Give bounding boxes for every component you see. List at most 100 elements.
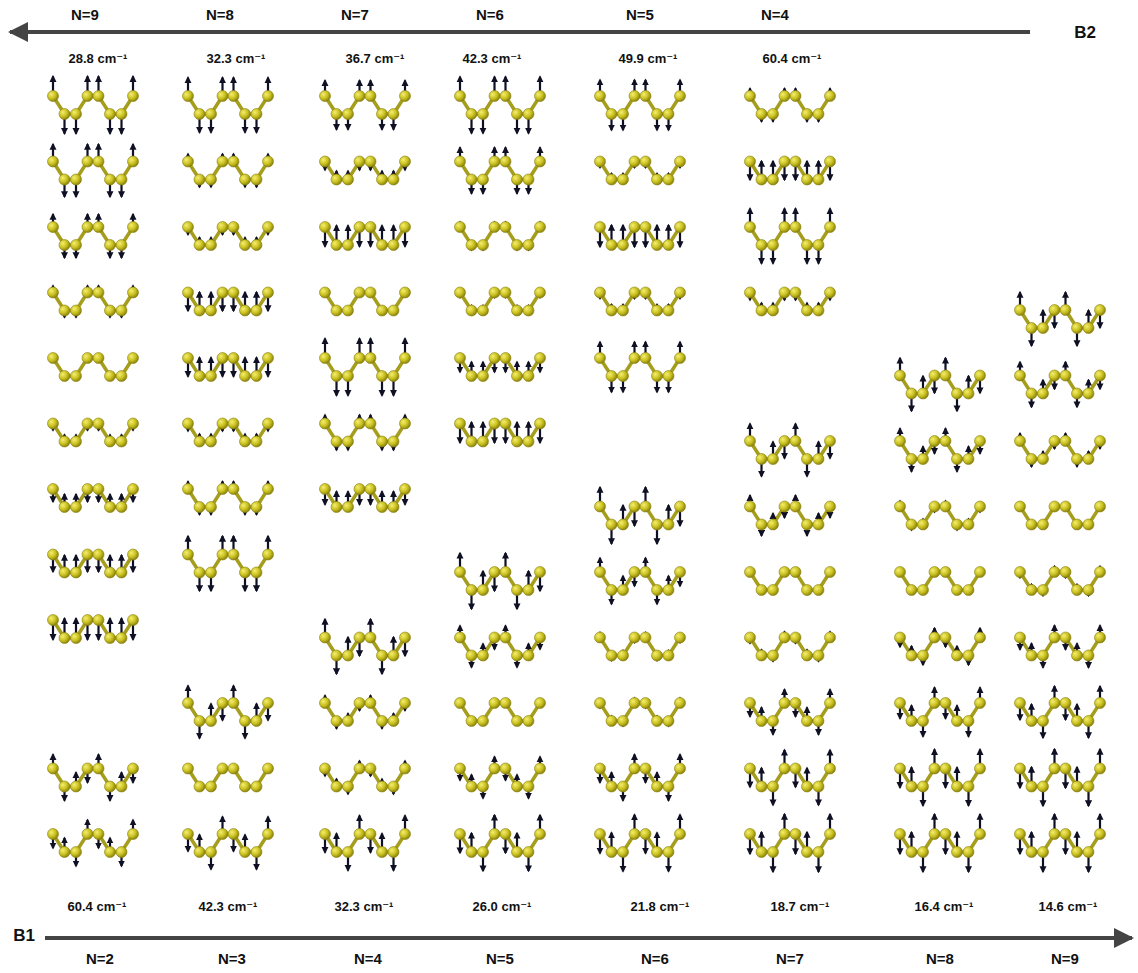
atom	[365, 222, 376, 233]
atom	[756, 781, 767, 792]
atom	[535, 156, 546, 167]
atom	[1015, 763, 1026, 774]
atom	[240, 109, 251, 120]
atom	[1083, 454, 1094, 465]
atom	[331, 174, 342, 185]
atom	[240, 305, 251, 316]
atom	[48, 353, 59, 364]
chain-unit	[745, 287, 836, 316]
atom	[629, 353, 640, 364]
atom	[59, 567, 70, 578]
atom	[217, 418, 228, 429]
atom	[825, 698, 836, 709]
atom	[365, 698, 376, 709]
atom	[606, 650, 617, 661]
chain-unit	[745, 814, 836, 872]
atom	[790, 632, 801, 643]
atom	[478, 847, 489, 858]
atom	[388, 240, 399, 251]
atom	[779, 698, 790, 709]
chain-unit	[1015, 814, 1106, 872]
atom	[206, 109, 217, 120]
atom	[790, 763, 801, 774]
atom	[952, 781, 963, 792]
atom	[320, 222, 331, 233]
atom	[1083, 585, 1094, 596]
atom	[1060, 305, 1071, 316]
frequency-label: 14.6 cm⁻¹	[1039, 900, 1098, 913]
atom	[71, 371, 82, 382]
chain-unit	[320, 339, 411, 396]
atom	[388, 650, 399, 661]
atom	[523, 240, 534, 251]
atom	[489, 829, 500, 840]
chain-unit	[745, 632, 836, 662]
atom	[354, 632, 365, 643]
atom	[240, 567, 251, 578]
atom	[535, 287, 546, 298]
atom	[478, 305, 489, 316]
atom	[48, 222, 59, 233]
atom	[116, 781, 127, 792]
width-label: N=6	[476, 7, 504, 22]
atom	[93, 353, 104, 364]
atom	[116, 502, 127, 513]
atom	[354, 418, 365, 429]
atom	[251, 502, 262, 513]
atom	[963, 847, 974, 858]
atom	[523, 436, 534, 447]
atom	[1072, 585, 1083, 596]
atom	[400, 287, 411, 298]
atom	[512, 109, 523, 120]
atom	[466, 781, 477, 792]
atom	[194, 240, 205, 251]
atom	[663, 650, 674, 661]
chain-unit	[183, 287, 274, 316]
atom	[618, 585, 629, 596]
atom	[263, 418, 274, 429]
chain-unit	[595, 222, 686, 251]
atom	[929, 567, 940, 578]
atom	[918, 519, 929, 530]
atom	[745, 698, 756, 709]
atom	[377, 781, 388, 792]
atom	[93, 549, 104, 560]
atom	[388, 371, 399, 382]
atom	[512, 305, 523, 316]
chain-unit	[1015, 362, 1106, 407]
frequency-label: 60.4 cm⁻¹	[763, 52, 822, 65]
atom	[1072, 454, 1083, 465]
atom	[263, 156, 274, 167]
atom	[963, 454, 974, 465]
atom	[745, 156, 756, 167]
atom	[975, 763, 986, 774]
atom	[466, 305, 477, 316]
atom	[71, 174, 82, 185]
atom	[400, 484, 411, 495]
atom	[455, 418, 466, 429]
atom	[388, 847, 399, 858]
atom	[365, 353, 376, 364]
atom	[128, 763, 139, 774]
atom	[354, 222, 365, 233]
frequency-label: 42.3 cm⁻¹	[199, 900, 258, 913]
atom	[779, 501, 790, 512]
atom	[71, 436, 82, 447]
atom	[206, 436, 217, 447]
atom	[206, 716, 217, 727]
atom	[320, 632, 331, 643]
atom	[400, 156, 411, 167]
atom	[206, 305, 217, 316]
atom	[48, 418, 59, 429]
atom	[675, 222, 686, 233]
atom	[228, 418, 239, 429]
atom	[500, 287, 511, 298]
chain-unit	[48, 144, 139, 197]
chain-unit	[320, 287, 411, 316]
atom	[82, 418, 93, 429]
atom	[489, 763, 500, 774]
atom	[400, 698, 411, 709]
chain-unit	[595, 156, 686, 185]
atom	[388, 716, 399, 727]
atom	[663, 240, 674, 251]
